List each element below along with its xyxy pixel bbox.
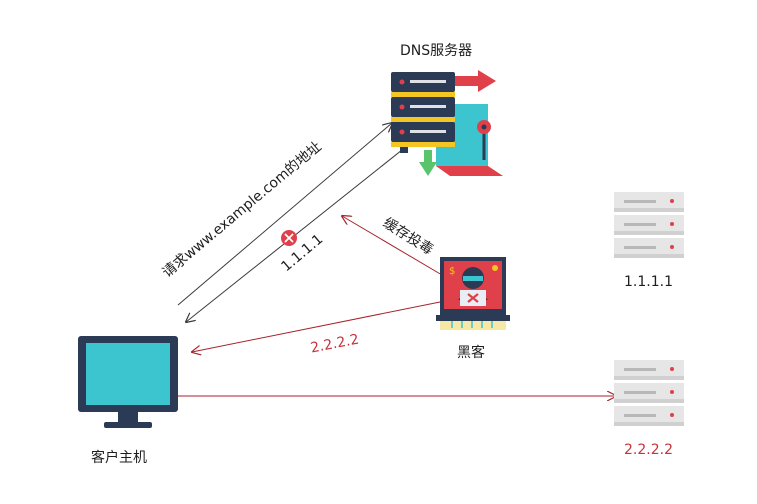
fake-server-icon bbox=[614, 360, 684, 426]
client-label: 客户主机 bbox=[91, 450, 147, 466]
blocked-x-icon bbox=[281, 230, 297, 246]
client-computer-icon bbox=[78, 336, 178, 428]
cache-poison-arrow bbox=[342, 216, 443, 276]
hacker-label: 黑客 bbox=[457, 345, 485, 361]
fake-response-arrow bbox=[192, 301, 441, 352]
real-response-arrow bbox=[186, 141, 413, 322]
real-server-ip: 1.1.1.1 bbox=[624, 274, 673, 290]
svg-text:$: $ bbox=[449, 266, 455, 277]
dns-server-label: DNS服务器 bbox=[400, 43, 473, 59]
hacker-icon: $ bbox=[436, 257, 510, 330]
request-arrow bbox=[177, 123, 392, 306]
fake-server-ip: 2.2.2.2 bbox=[624, 442, 673, 458]
real-server-icon bbox=[614, 192, 684, 258]
dns-server-icon bbox=[391, 70, 503, 176]
